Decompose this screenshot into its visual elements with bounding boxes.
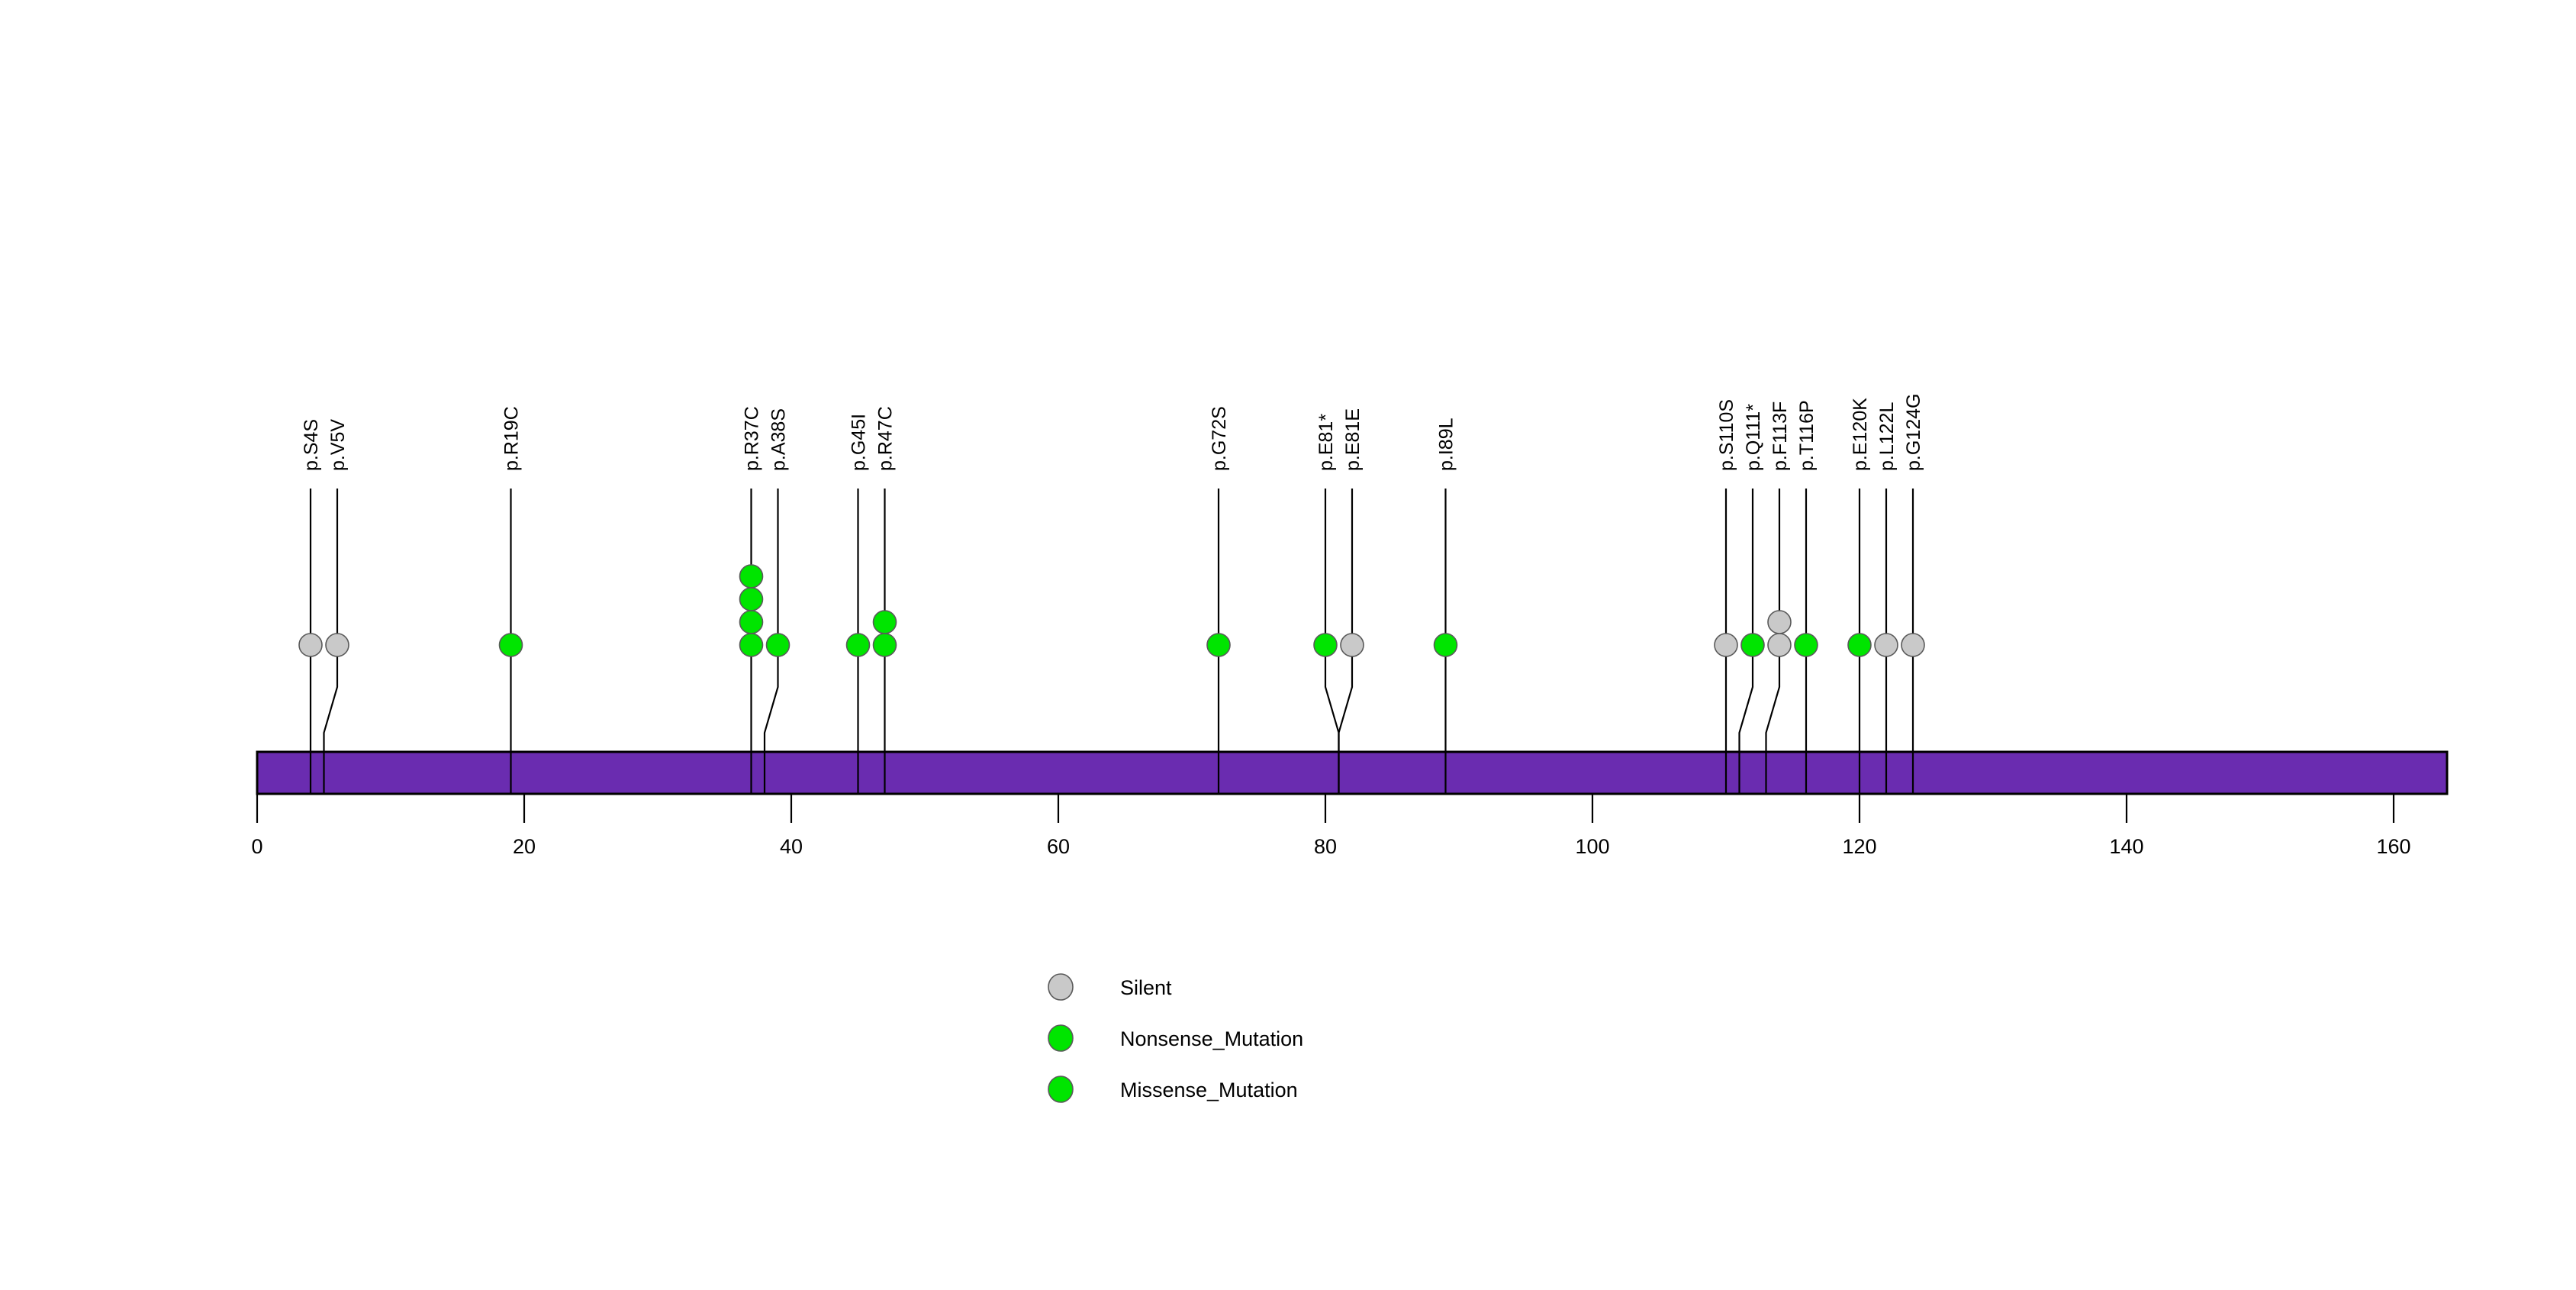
lollipop-node-pT116P[interactable]: p.T116P (Missense_Mutation): [1794, 633, 1818, 657]
svg-text:p.A38S: p.A38S: [768, 408, 790, 471]
legend-label-missense_mutation: Missense_Mutation: [1120, 1079, 1298, 1101]
lollipop-node-pE81[interactable]: p.E81* (Nonsense_Mutation): [1313, 633, 1338, 657]
mutation-label-pR47C: p.R47C: [875, 406, 897, 471]
lollipop-stem-pF113F: [1765, 489, 1781, 794]
mutation-label-pS110S: p.S110S: [1716, 399, 1737, 471]
lollipop-stem-pQ111: [1738, 489, 1754, 794]
legend-swatch-nonsense_mutation[interactable]: [1048, 1024, 1074, 1052]
svg-text:p.F113F: p.F113F: [1769, 402, 1791, 471]
legend-swatch-missense_mutation[interactable]: [1048, 1076, 1074, 1103]
lollipop-node-pE81E[interactable]: p.E81E (Silent): [1340, 633, 1364, 657]
lollipop-node-pI89L[interactable]: p.I89L (Missense_Mutation): [1433, 633, 1458, 657]
lollipop-node-pR37C[interactable]: p.R37C (Missense_Mutation): [739, 610, 764, 634]
svg-text:p.G72S: p.G72S: [1209, 406, 1230, 471]
svg-text:p.I89L: p.I89L: [1436, 418, 1457, 471]
lollipop-node-pR37C[interactable]: p.R37C (Missense_Mutation): [739, 587, 764, 611]
lollipop-node-pG124G[interactable]: p.G124G (Silent): [1901, 633, 1925, 657]
svg-text:p.R37C: p.R37C: [742, 406, 763, 471]
protein-backbone-track: [256, 750, 2449, 795]
lollipop-stem-pV5V: [323, 489, 339, 794]
legend-swatch-silent[interactable]: [1048, 973, 1074, 1001]
svg-text:p.E81E: p.E81E: [1342, 408, 1364, 471]
x-axis: 0 20 40 60 80 100 120 140 160: [251, 794, 2411, 858]
mutation-label-pI89L: p.I89L: [1436, 418, 1457, 471]
mutation-label-pT116P: p.T116P: [1796, 400, 1818, 471]
lollipop-node-pR19C[interactable]: p.R19C (Missense_Mutation): [498, 633, 523, 657]
lollipop-node-pR47C[interactable]: p.R47C (Missense_Mutation): [872, 633, 897, 657]
lollipop-node-pG72S[interactable]: p.G72S (Missense_Mutation): [1206, 633, 1231, 657]
lollipop-stem-pE81E: [1338, 489, 1354, 794]
svg-text:p.V5V: p.V5V: [327, 419, 349, 471]
mutation-label-pG124G: p.G124G: [1903, 394, 1924, 471]
lollipop-node-pR37C[interactable]: p.R37C (Missense_Mutation): [739, 633, 764, 657]
lollipop-node-pR37C[interactable]: p.R37C (Missense_Mutation): [739, 564, 764, 589]
x-axis-tick-label-40: 40: [780, 835, 803, 858]
svg-text:p.R47C: p.R47C: [875, 406, 897, 471]
lollipop-node-pS4S[interactable]: p.S4S (Silent): [298, 633, 323, 657]
mutation-label-pG72S: p.G72S: [1209, 406, 1230, 471]
mutation-label-pV5V: p.V5V: [327, 419, 349, 471]
mutation-label-pR19C: p.R19C: [501, 406, 523, 471]
mutation-label-pS4S: p.S4S: [301, 419, 322, 471]
x-axis-tick-label-0: 0: [251, 835, 262, 858]
svg-text:p.Q111*: p.Q111*: [1743, 404, 1764, 471]
mutation-label-pE120K: p.E120K: [1850, 398, 1871, 471]
svg-text:p.L122L: p.L122L: [1876, 402, 1898, 471]
svg-text:p.G45I: p.G45I: [848, 414, 870, 471]
lollipop-node-pR47C[interactable]: p.R47C (Missense_Mutation): [872, 610, 897, 634]
svg-text:p.S4S: p.S4S: [301, 419, 322, 471]
lollipop-node-pG45I[interactable]: p.G45I (Missense_Mutation): [845, 633, 871, 657]
legend-label-silent: Silent: [1120, 976, 1172, 999]
mutation-label-pG45I: p.G45I: [848, 414, 870, 471]
x-axis-tick-label-60: 60: [1047, 835, 1070, 858]
lollipop-node-pS110S[interactable]: p.S110S (Silent): [1714, 633, 1738, 657]
lollipop-node-pQ111[interactable]: p.Q111* (Nonsense_Mutation): [1740, 633, 1765, 657]
lollipop-node-pV5V[interactable]: p.V5V (Silent): [325, 633, 349, 657]
x-axis-tick-label-20: 20: [513, 835, 536, 858]
mutation-label-pE81E: p.E81E: [1342, 408, 1364, 471]
mutation-label-pQ111: p.Q111*: [1743, 404, 1764, 471]
lollipop-node-pA38S[interactable]: p.A38S (Missense_Mutation): [765, 633, 791, 657]
mutation-label-pF113F: p.F113F: [1769, 402, 1791, 471]
lollipop-stems-layer: [309, 489, 1914, 794]
mutation-label-pA38S: p.A38S: [768, 408, 790, 471]
x-axis-tick-label-100: 100: [1575, 835, 1609, 858]
lollipop-node-pF113F[interactable]: p.F113F (Silent): [1767, 633, 1792, 657]
protein-backbone-bar[interactable]: [256, 750, 2449, 795]
lollipop-node-pF113F[interactable]: p.F113F (Silent): [1767, 610, 1792, 634]
mutation-label-pL122L: p.L122L: [1876, 402, 1898, 471]
svg-text:p.S110S: p.S110S: [1716, 399, 1737, 471]
lollipop-node-pE120K[interactable]: p.E120K (Missense_Mutation): [1847, 633, 1872, 657]
svg-text:p.E120K: p.E120K: [1850, 398, 1871, 471]
mutation-label-pR37C: p.R37C: [742, 406, 763, 471]
legend-label-nonsense_mutation: Nonsense_Mutation: [1120, 1027, 1303, 1050]
svg-text:p.E81*: p.E81*: [1315, 414, 1337, 471]
lollipop-nodes-layer: p.S4S (Silent)p.V5V (Silent) p.R19C (Miss…: [298, 564, 1925, 657]
lollipop-stem-pA38S: [763, 489, 779, 794]
x-axis-tick-label-160: 160: [2376, 835, 2410, 858]
svg-text:p.T116P: p.T116P: [1796, 400, 1818, 471]
svg-text:p.G124G: p.G124G: [1903, 394, 1924, 471]
svg-text:p.R19C: p.R19C: [501, 406, 523, 471]
lollipop-node-pL122L[interactable]: p.L122L (Silent): [1874, 633, 1898, 657]
x-axis-tick-label-140: 140: [2109, 835, 2143, 858]
mutation-label-pE81: p.E81*: [1315, 414, 1337, 471]
x-axis-tick-label-80: 80: [1314, 835, 1337, 858]
x-axis-tick-label-120: 120: [1842, 835, 1876, 858]
